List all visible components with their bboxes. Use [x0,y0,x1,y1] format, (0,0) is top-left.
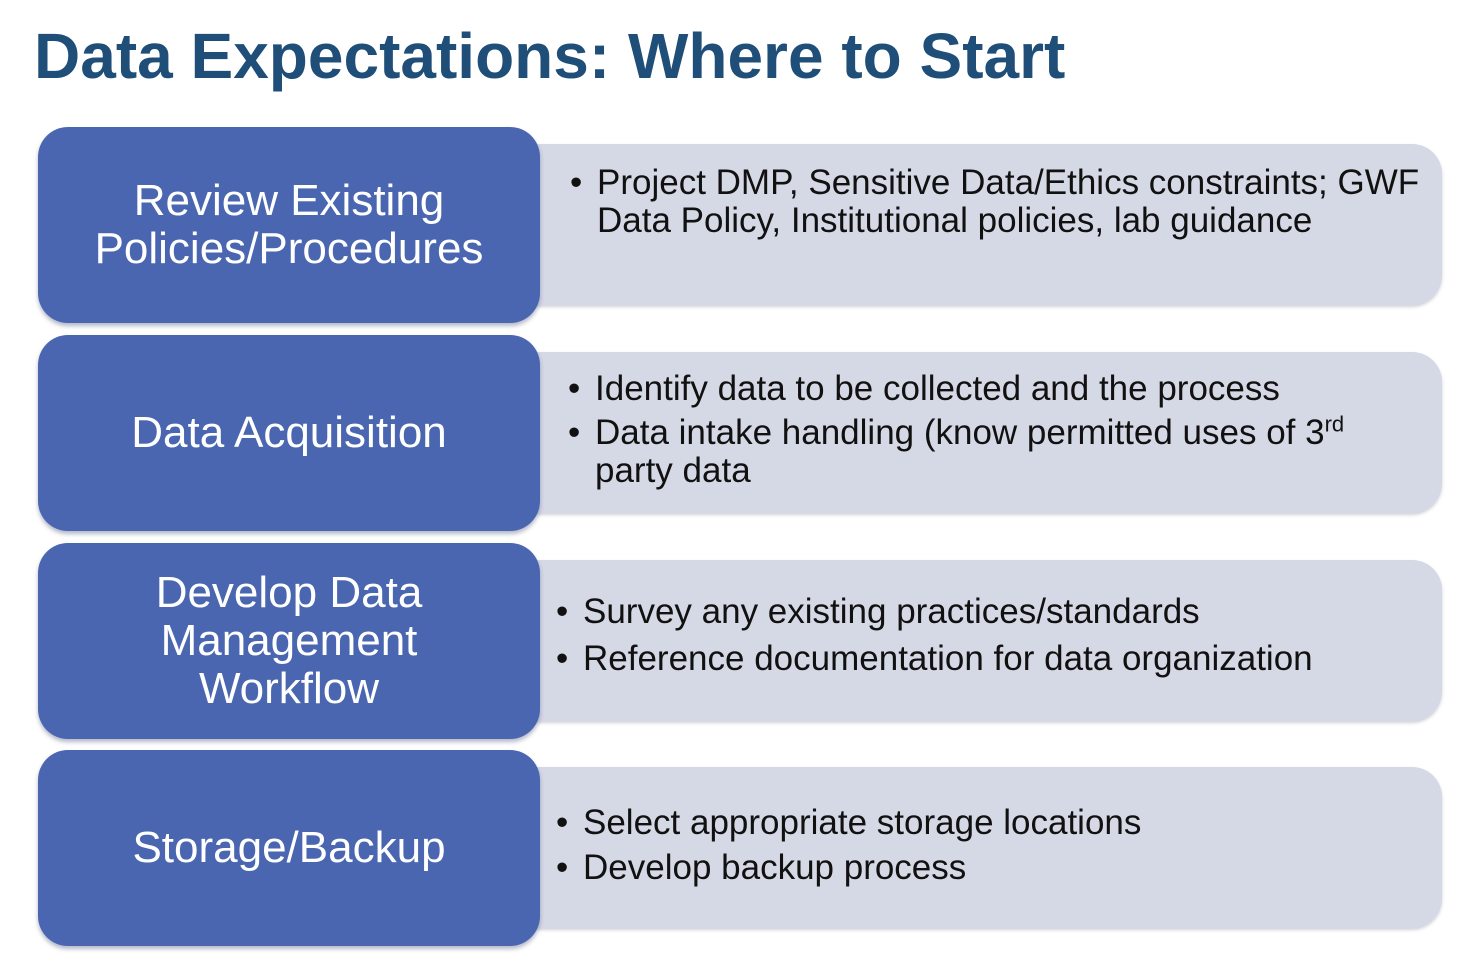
ordinal-suffix: rd [1324,411,1345,437]
detail-panel [510,560,1442,721]
bullet-text: Identify data to be collected and the pr… [595,369,1280,408]
bullet-item: • Data intake handling (know permitted us… [568,411,1428,490]
step-row-review-policies: Review Existing Policies/Procedures • Pro… [0,127,1461,323]
step-box: Data Acquisition [38,335,540,531]
detail-panel [510,144,1442,305]
bullet-item: • Develop backup process [556,849,1436,887]
step-box: Storage/Backup [38,750,540,946]
bullet-item: • Reference documentation for data organi… [556,640,1436,678]
bullet-text-continued: party data [595,451,751,490]
bullet-marker: • [570,163,583,202]
bullet-text: Survey any existing practices/standards [583,592,1200,631]
detail-panel [510,767,1442,928]
bullet-list: • Survey any existing practices/standards… [556,593,1436,687]
bullet-text: Develop backup process [583,848,967,887]
bullet-text: Reference documentation for data organiz… [583,639,1313,678]
bullet-text: Select appropriate storage locations [583,803,1142,842]
ordinal-number: 3 [1305,413,1325,452]
bullet-item: • Survey any existing practices/standards [556,593,1436,631]
step-row-develop-workflow: Develop Data Management Workflow • Survey… [0,543,1461,739]
bullet-marker: • [556,639,569,678]
step-row-storage-backup: Storage/Backup • Select appropriate stora… [0,750,1461,946]
bullet-item: • Select appropriate storage locations [556,804,1436,842]
step-row-data-acquisition: Data Acquisition • Identify data to be co… [0,335,1461,531]
bullet-marker: • [568,413,581,452]
step-box: Review Existing Policies/Procedures [38,127,540,323]
bullet-list: • Select appropriate storage locations • D… [556,804,1436,894]
step-label: Data Acquisition [131,408,447,457]
bullet-marker: • [556,848,569,887]
bullet-text: Data intake handling (know permitted use… [595,413,1296,452]
detail-panel [510,352,1442,513]
step-label: Review Existing Policies/Procedures [94,176,484,273]
bullet-text: Project DMP, Sensitive Data/Ethics const… [597,163,1420,240]
bullet-marker: • [556,803,569,842]
bullet-marker: • [568,369,581,408]
step-box: Develop Data Management Workflow [38,543,540,739]
bullet-item: • Project DMP, Sensitive Data/Ethics cons… [570,164,1420,240]
bullet-list: • Identify data to be collected and the p… [568,370,1428,496]
step-label: Storage/Backup [132,823,446,872]
bullet-marker: • [556,592,569,631]
step-label: Develop Data Management Workflow [155,568,423,713]
bullet-item: • Identify data to be collected and the p… [568,370,1428,408]
bullet-list: • Project DMP, Sensitive Data/Ethics cons… [570,164,1420,246]
page-title: Data Expectations: Where to Start [34,20,1066,92]
